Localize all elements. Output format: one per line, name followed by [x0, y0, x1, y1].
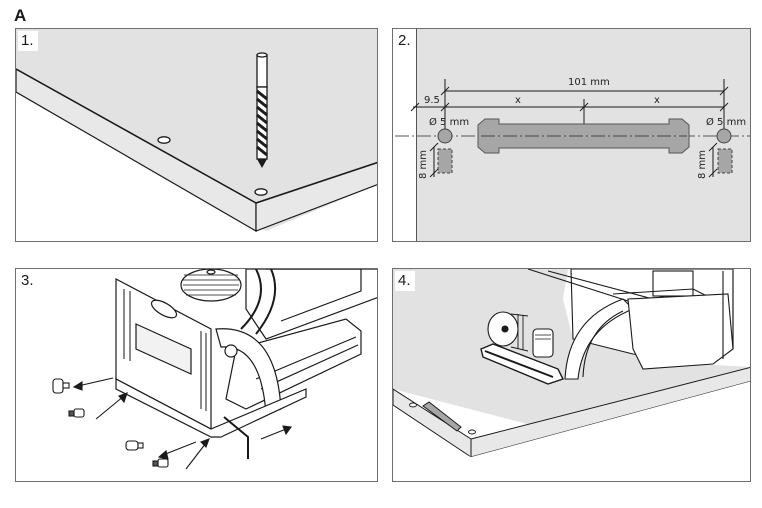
dim-hole-depth-right: 8 mm	[697, 149, 708, 179]
hole-icon	[468, 429, 476, 435]
step-1-panel: 1.	[15, 28, 378, 242]
milled-slot	[422, 401, 462, 432]
arrow-icon	[282, 425, 292, 436]
arrow-icon	[72, 381, 83, 391]
machine-base	[225, 318, 362, 410]
hole-left-icon	[437, 128, 453, 144]
dim-half-left: x	[515, 95, 521, 106]
step-number: 2.	[395, 31, 415, 51]
dimension-drawing	[395, 79, 750, 178]
step-4-panel: 4.	[392, 268, 751, 482]
arrow-icon	[200, 438, 210, 448]
hex-key-icon	[223, 416, 249, 459]
pin-icon	[68, 408, 85, 418]
thumb-screw-icon	[52, 378, 70, 394]
dim-hole-diameter-left: Ø 5 mm	[429, 117, 470, 128]
dim-hole-depth-left: 8 mm	[418, 149, 429, 179]
dim-total-length: 101 mm	[568, 77, 610, 88]
board-drill-illustration	[16, 52, 377, 241]
board-milling-illustration	[393, 269, 750, 481]
board-right-edge	[470, 366, 750, 458]
machine-fence-illustration	[52, 269, 377, 470]
slot-shape	[477, 118, 690, 154]
hole-right-icon	[716, 128, 732, 144]
drill-bit-icon	[256, 52, 268, 168]
arrow-icon	[118, 392, 128, 404]
step-number: 3.	[18, 271, 38, 291]
step-2-panel: 2. 101 mm 9.5 x x Ø 5 mm Ø 5 mm 8 mm 8 m…	[392, 28, 751, 242]
arrow-icon	[157, 450, 169, 460]
panel-gutter	[393, 29, 417, 241]
step-number: 4.	[395, 271, 415, 291]
step-number: 1.	[18, 31, 38, 51]
dim-offset: 9.5	[424, 95, 440, 106]
hole-icon	[409, 402, 417, 408]
background-white	[16, 92, 377, 241]
step-3-panel: 3.	[15, 268, 378, 482]
hole-depth-left	[437, 148, 453, 174]
motor-housing	[245, 269, 377, 340]
dim-hole-diameter-right: Ø 5 mm	[706, 117, 747, 128]
figure-label: A	[14, 6, 27, 25]
pin-icon	[125, 440, 144, 451]
hole-icon	[254, 188, 268, 196]
machine-icon	[480, 269, 734, 385]
brand-badge	[150, 299, 178, 319]
arrows	[72, 377, 292, 470]
pin-icon	[152, 458, 169, 468]
hole-depth-right	[717, 148, 733, 174]
hole-icon	[157, 136, 171, 144]
dim-half-right: x	[654, 95, 660, 106]
